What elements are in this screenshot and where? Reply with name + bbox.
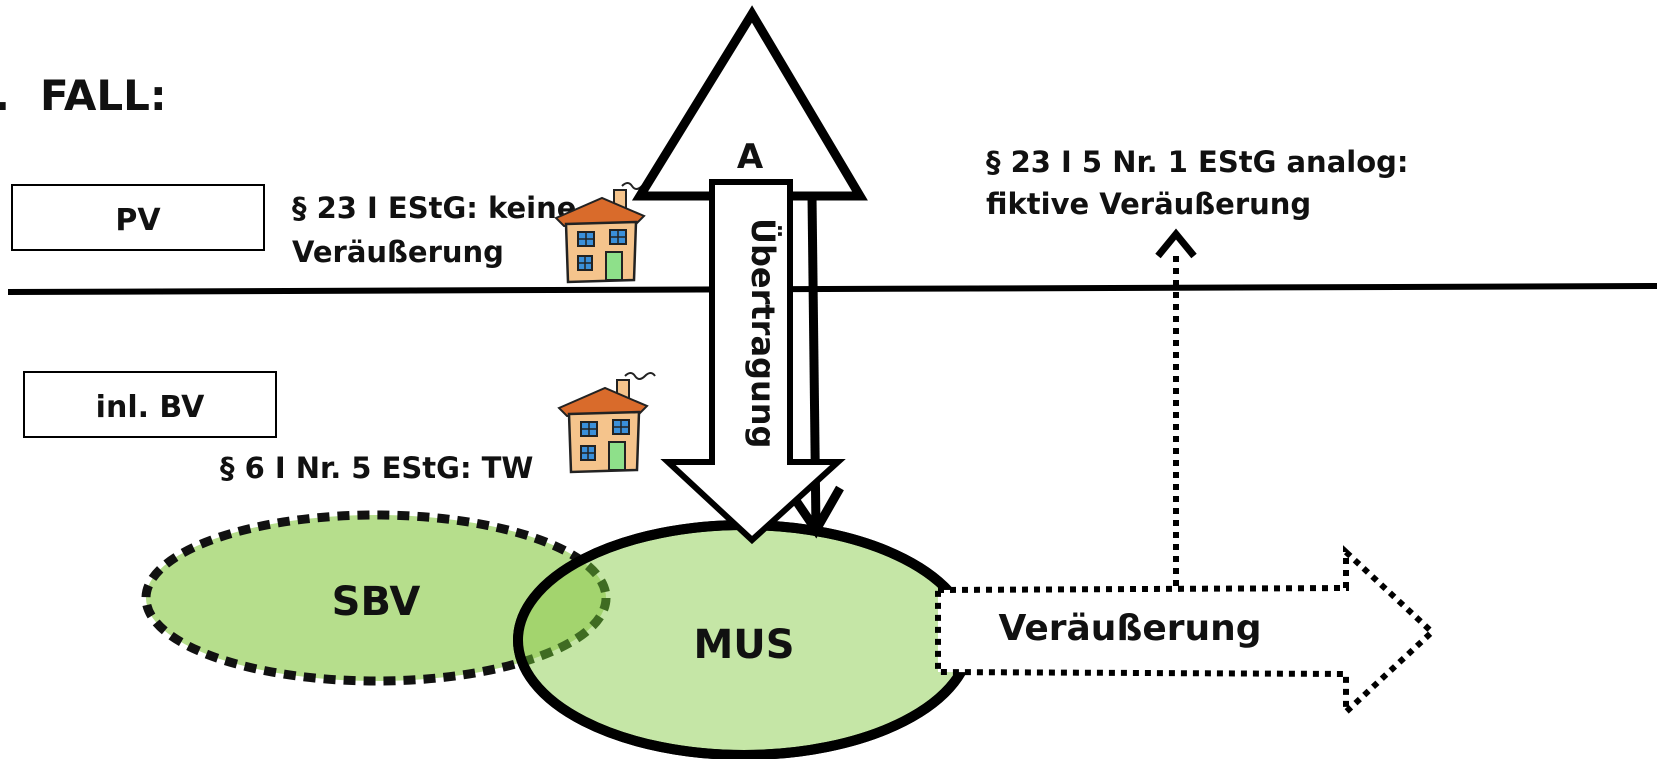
annotation-par6: § 6 I Nr. 5 EStG: TW <box>220 451 533 485</box>
annotation-par23-5-line2: fiktive Veräußerung <box>986 187 1311 221</box>
up-arrow-label: A <box>737 137 764 177</box>
mus-label: MUS <box>693 622 794 668</box>
house-icon <box>557 371 657 474</box>
inl-bv-label: inl. BV <box>96 390 205 425</box>
overlap-outline <box>518 525 611 686</box>
transfer-arrow <box>660 179 846 545</box>
annotation-par23-5-line1: § 23 I 5 Nr. 1 EStG analog: <box>986 145 1409 179</box>
annotation-par23-line1: § 23 I EStG: keine <box>292 191 576 225</box>
pv-label: PV <box>115 203 161 238</box>
pv-box: PV <box>11 184 265 251</box>
sbv-label: SBV <box>332 579 421 625</box>
fictive-sale-arrow-head <box>1155 228 1197 259</box>
sale-arrow <box>935 545 1437 719</box>
separator-line <box>7 283 1657 295</box>
title-prefix: . <box>0 71 10 120</box>
page-title: FALL: <box>40 71 167 120</box>
transfer-label: Übertragung <box>744 218 782 448</box>
inl-bv-box: inl. BV <box>23 371 277 438</box>
sale-label: Veräußerung <box>998 608 1261 649</box>
annotation-par23-line2: Veräußerung <box>292 235 504 269</box>
